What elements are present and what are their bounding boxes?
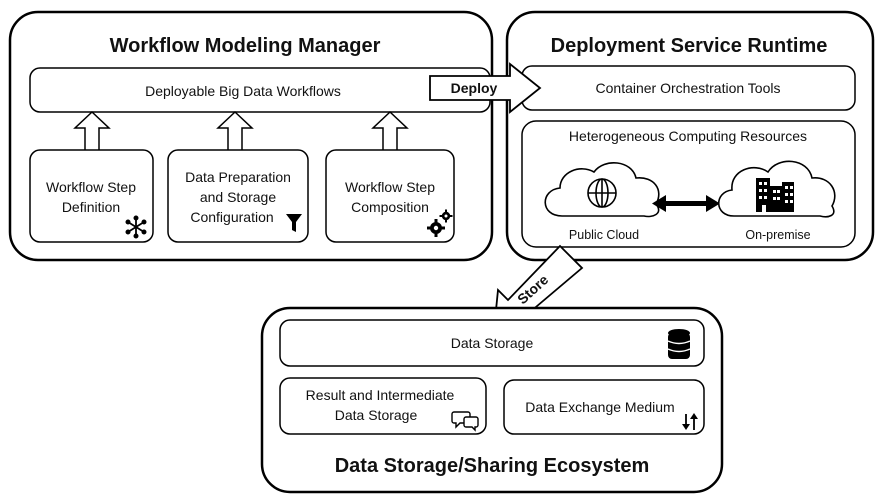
data-preparation-line3: Configuration [190,209,273,225]
workflow-step-definition-line2: Definition [62,199,120,215]
on-premise-label: On-premise [745,228,810,242]
data-exchange-label: Data Exchange Medium [525,399,674,415]
funnel-icon [286,214,302,232]
public-cloud-label: Public Cloud [569,228,639,242]
chat-bubbles-icon [451,411,479,432]
data-preparation-line2: and Storage [200,189,276,205]
asterisk-icon [125,215,147,239]
deployable-workflows-label: Deployable Big Data Workflows [145,83,341,99]
globe-icon [587,178,617,208]
result-storage-line1: Result and Intermediate [306,387,455,403]
workflow-step-composition-line1: Workflow Step [345,179,435,195]
gears-icon [427,209,453,237]
workflow-step-definition-line1: Workflow Step [46,179,136,195]
bidirectional-arrow [652,195,720,212]
computing-resources-box: Heterogeneous Computing Resources Public… [521,120,856,248]
data-preparation-line1: Data Preparation [185,169,291,185]
storage-panel-title: Data Storage/Sharing Ecosystem [335,455,650,477]
runtime-panel-title: Deployment Service Runtime [551,35,828,57]
container-orchestration-label: Container Orchestration Tools [596,80,781,96]
data-exchange-medium-box: Data Exchange Medium [503,379,705,435]
swap-arrows-icon [682,413,698,430]
buildings-icon [756,178,794,212]
workflow-modeling-manager-panel: Workflow Modeling Manager Deployable Big… [8,10,494,262]
result-intermediate-storage-box: Result and Intermediate Data Storage [279,377,487,435]
workflow-step-composition-line2: Composition [351,199,429,215]
deploy-arrow: Deploy [429,62,542,114]
modeling-panel-title: Workflow Modeling Manager [110,35,381,57]
data-storage-label: Data Storage [451,335,534,351]
workflow-step-composition-box: Workflow Step Composition [325,149,455,243]
computing-resources-title: Heterogeneous Computing Resources [569,128,807,144]
data-storage-sharing-panel: Data Storage Result and Intermediate Dat… [260,306,724,494]
on-premise-cloud: On-premise [717,160,836,242]
deploy-arrow-label: Deploy [451,80,498,96]
data-storage-box [279,319,705,367]
data-preparation-box: Data Preparation and Storage Configurati… [167,149,309,243]
deployment-service-runtime-panel: Deployment Service Runtime Container Orc… [505,10,875,262]
result-storage-line2: Data Storage [335,407,418,423]
workflow-step-definition-box: Workflow Step Definition [29,149,154,243]
public-cloud: Public Cloud [544,162,660,242]
database-icon [667,329,691,359]
